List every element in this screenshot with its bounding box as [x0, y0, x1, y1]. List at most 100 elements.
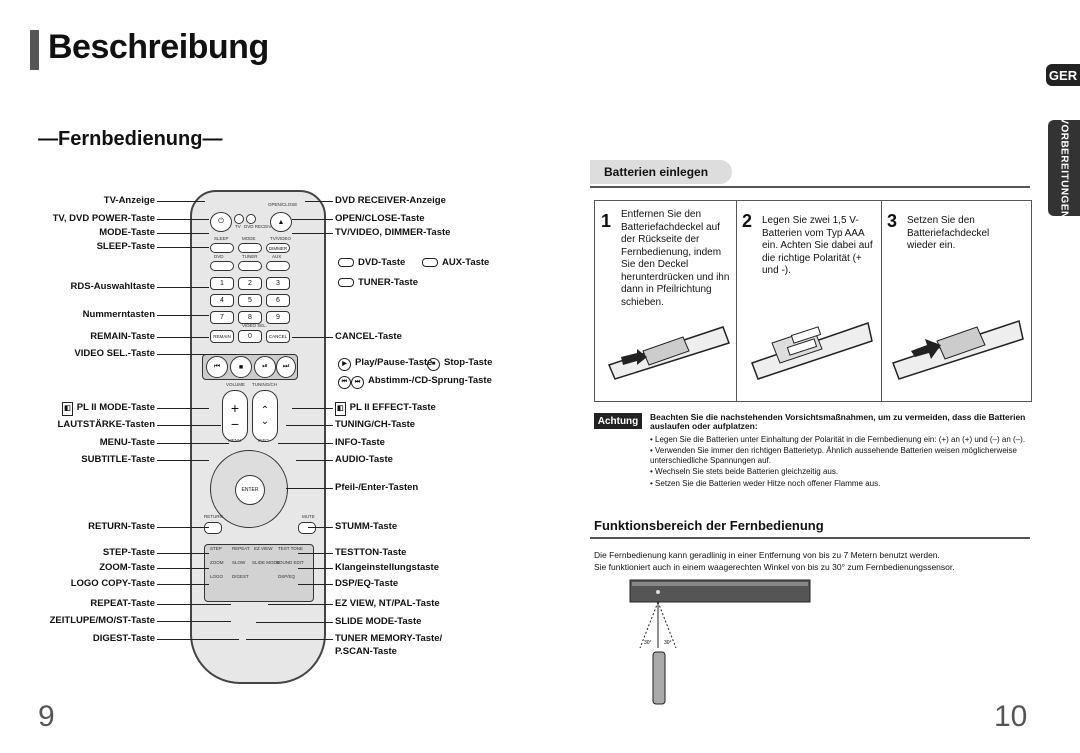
remote-dvd-indicator — [246, 214, 256, 224]
label-video-sel: VIDEO SEL.-Taste — [74, 348, 155, 359]
page-title: Beschreibung — [48, 28, 269, 66]
battery-step-3: 3 Setzen Sie den Batteriefachdeckel wied… — [881, 201, 1031, 401]
remote-return-button — [204, 522, 222, 534]
remote-digest-label: DIGEST — [232, 574, 249, 579]
remote-tv-indicator — [234, 214, 244, 224]
remote-key-5: 5 — [238, 294, 262, 307]
tuner-key-icon — [338, 277, 354, 287]
remote-tuner-button — [238, 261, 262, 271]
label-stop: ■Stop-Taste — [427, 357, 492, 371]
range-text-line-1: Die Fernbedienung kann geradlinig in ein… — [594, 550, 940, 560]
remote-slide-mode-label: SLIDE MODE — [252, 560, 280, 565]
battery-step-number: 1 — [601, 211, 612, 231]
remote-step-label: STEP — [210, 546, 222, 551]
battery-step-2: 2 Legen Sie zwei 1,5 V-Batterien vom Typ… — [736, 201, 882, 401]
label-tv-anzeige: TV-Anzeige — [103, 195, 155, 206]
range-section-rule — [590, 537, 1030, 539]
range-angle-right: 30° — [664, 640, 672, 646]
remote-menu-label: MENU — [228, 438, 242, 443]
remote-return-label: RETURN — [204, 514, 223, 519]
caution-item-text: Legen Sie die Batterien unter Einhaltung… — [655, 435, 1026, 444]
remote-mode-label: MODE — [242, 236, 256, 241]
aux-key-icon — [422, 257, 438, 267]
caution-item-text: Setzen Sie die Batterien weder Hitze noc… — [655, 479, 881, 488]
remote-zoom-label: ZOOM — [210, 560, 224, 565]
label-play-pause: ▶ Play/Pause-Taste — [338, 357, 432, 371]
battery-section-rule — [590, 186, 1030, 188]
remote-mute-button — [298, 522, 316, 534]
remote-power-button: ⏻ — [210, 212, 232, 232]
remote-remain-button: REMAIN — [210, 330, 234, 343]
label-tuning-ch: TUNING/CH-Taste — [335, 419, 416, 430]
dolby-effect-icon: ◧ — [335, 402, 346, 416]
remote-skip-forward-icon: ⏭ — [276, 356, 296, 378]
caution-item-text: Wechseln Sie stets beide Batterien gleic… — [655, 467, 839, 476]
label-logo-copy: LOGO COPY-Taste — [70, 578, 155, 589]
skip-back-icon: ⏮ — [338, 376, 351, 389]
battery-step-text: Legen Sie zwei 1,5 V-Batterien vom Typ A… — [762, 215, 873, 276]
dolby-icon: ◧ — [62, 402, 73, 416]
remote-ez-view-label: EZ VIEW — [254, 546, 273, 551]
label-repeat: REPEAT-Taste — [90, 598, 155, 609]
label-pfeil-enter: Pfeil-/Enter-Tasten — [335, 482, 419, 493]
label-tuner-memory: TUNER MEMORY-Taste/ — [335, 633, 443, 644]
remote-open-close-label: OPEN/CLOSE — [268, 202, 298, 207]
label-tv-dvd-power: TV, DVD POWER-Taste — [52, 213, 155, 224]
label-open-close: OPEN/CLOSE-Taste — [335, 213, 425, 224]
caution-badge: Achtung — [594, 413, 642, 429]
remote-sound-edit-label: SOUND EDIT — [276, 560, 304, 565]
remote-cancel-button: CANCEL — [266, 330, 290, 343]
remote-key-9: 9 — [266, 311, 290, 324]
remote-open-close-button: ▲ — [270, 212, 292, 232]
label-menu: MENU-Taste — [99, 437, 155, 448]
remote-dvd-button — [210, 261, 234, 271]
remote-sleep-button — [210, 243, 234, 253]
label-rds: RDS-Auswahltaste — [70, 281, 155, 292]
battery-steps-box: 1 Entfernen Sie den Batteriefachdeckel a… — [594, 200, 1032, 402]
remote-volume-rocker: +− — [222, 390, 248, 442]
label-dvd-text: DVD-Taste — [358, 257, 406, 268]
range-angle-left: 30° — [644, 640, 652, 646]
label-stumm: STUMM-Taste — [335, 521, 398, 532]
label-klangeinstellung: Klangeinstellungstaste — [335, 562, 439, 573]
range-illustration: 30° 30° — [629, 579, 811, 705]
battery-step-text: Entfernen Sie den Batteriefachdeckel auf… — [621, 209, 730, 308]
caution-headline: Beachten Sie die nachstehenden Vorsichts… — [650, 412, 1026, 431]
remote-repeat-label: REPEAT — [232, 546, 250, 551]
range-text-line-2: Sie funktioniert auch in einem waagerech… — [594, 562, 955, 572]
range-section-title: Funktionsbereich der Fernbedienung — [594, 518, 824, 533]
label-dsp-eq: DSP/EQ-Taste — [335, 578, 399, 589]
label-abstimm: ⏮⏭Abstimm-/CD-Sprung-Taste — [338, 375, 492, 389]
remote-dsp-eq-label: DSP/EQ — [278, 574, 296, 579]
label-tuner: TUNER-Taste — [338, 277, 418, 289]
remote-dvd-receiver-label: DVD RECEIVER — [244, 224, 278, 229]
label-pl2-effect-text: PL II EFFECT-Taste — [349, 402, 436, 413]
label-pl2-mode: ◧PL II MODE-Taste — [62, 402, 155, 416]
remote-control-illustration: OPEN/CLOSE ⏻ TV DVD RECEIVER ▲ SLEEP MOD… — [190, 190, 326, 684]
caution-item-text: Verwenden Sie immer den richtigen Batter… — [650, 446, 1018, 465]
battery-step-number: 3 — [887, 211, 898, 231]
remote-mute-label: MUTE — [302, 514, 315, 519]
section-title: —Fernbedienung— — [38, 128, 223, 150]
dvd-key-icon — [338, 257, 354, 267]
label-audio: AUDIO-Taste — [335, 454, 393, 465]
label-tv-video-dimmer: TV/VIDEO, DIMMER-Taste — [335, 227, 451, 238]
remote-dimmer-button: DIMMER — [266, 243, 290, 253]
label-mode: MODE-Taste — [99, 227, 155, 238]
label-play-pause-text: Play/Pause-Taste — [355, 357, 433, 368]
remote-tuning-rocker: ⌃⌄ — [252, 390, 278, 442]
page-number-right: 10 — [994, 700, 1028, 733]
remote-key-1: 1 — [210, 277, 234, 290]
remote-key-6: 6 — [266, 294, 290, 307]
remote-test-tone-label: TEST TONE — [278, 546, 304, 551]
remote-dvd-label: DVD — [214, 254, 224, 259]
skip-forward-icon: ⏭ — [351, 376, 364, 389]
label-zeitlupe: ZEITLUPE/MO/ST-Taste — [49, 615, 155, 626]
label-dvd: DVD-Taste — [338, 257, 405, 269]
play-pause-icon: ▶ — [338, 358, 351, 371]
label-slide-mode: SLIDE MODE-Taste — [335, 616, 422, 627]
remote-logo-label: LOGO — [210, 574, 224, 579]
label-nummerntasten: Nummerntasten — [82, 309, 155, 320]
battery-step-number: 2 — [742, 211, 753, 231]
label-pscan: P.SCAN-Taste — [335, 646, 397, 657]
